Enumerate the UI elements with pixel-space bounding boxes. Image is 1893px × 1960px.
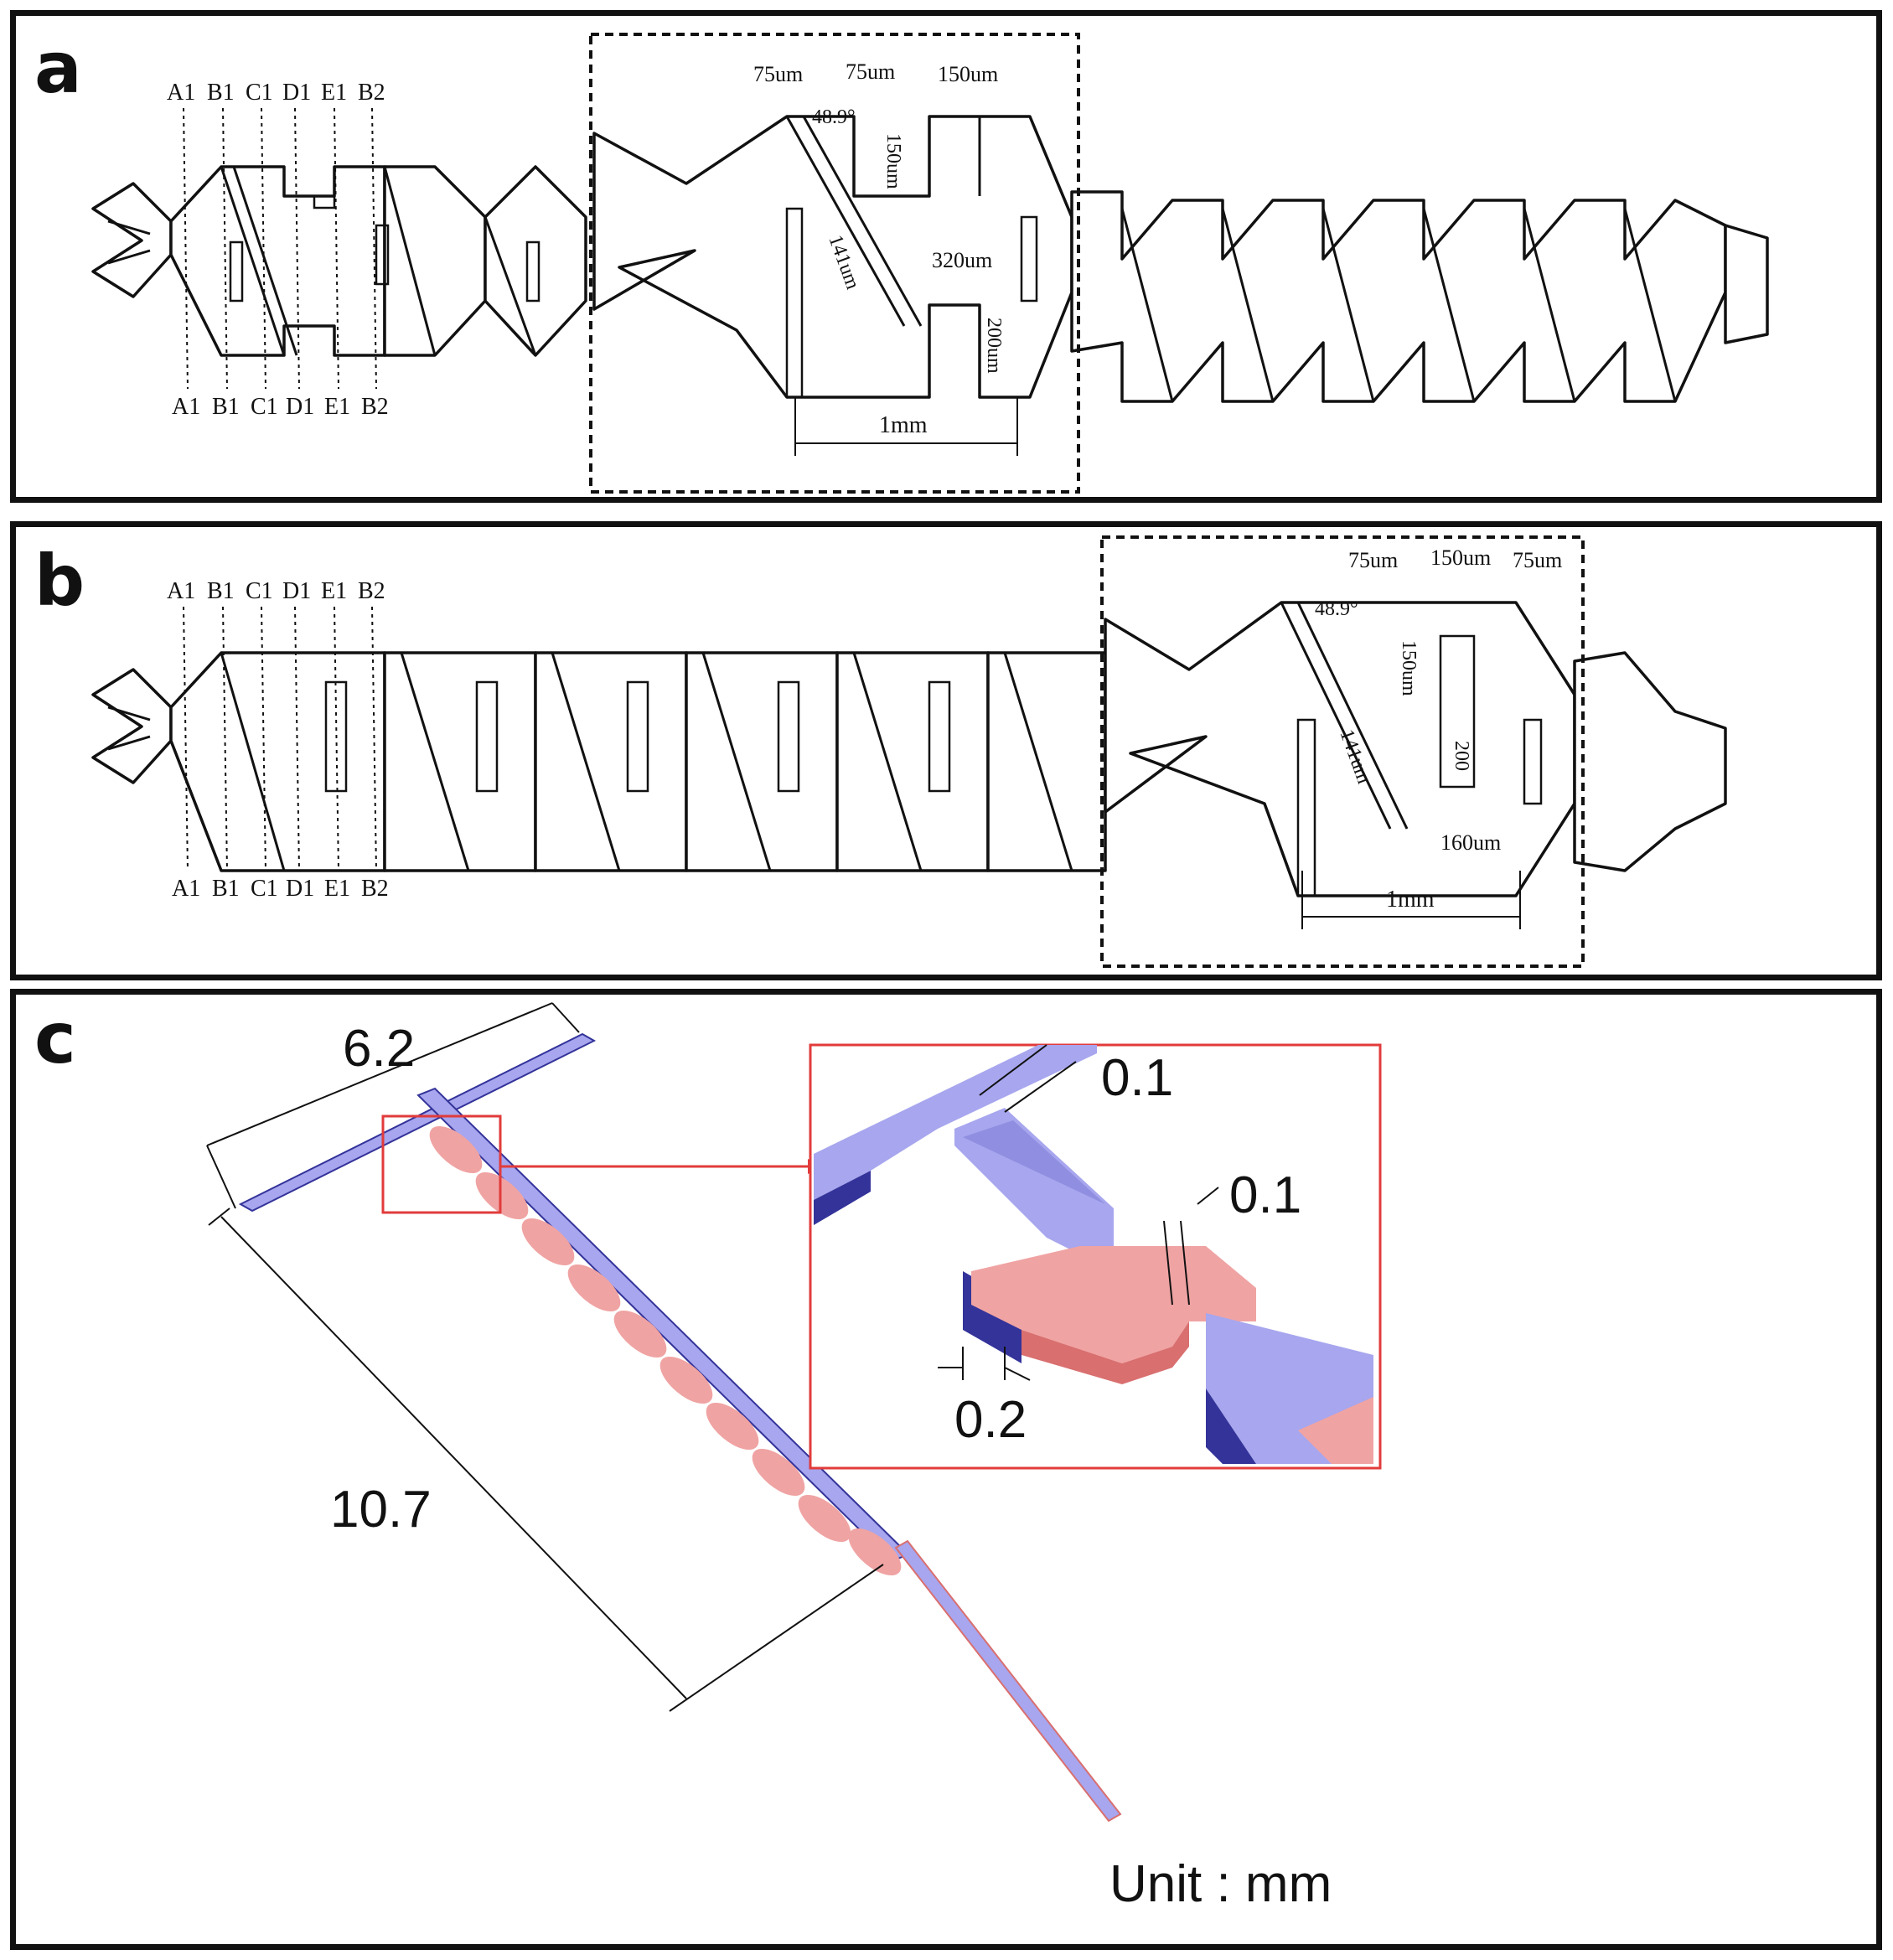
label-d1-top: D1 — [282, 80, 311, 106]
label-d1-top: D1 — [282, 578, 311, 604]
panel-a-mixer-left — [169, 165, 587, 357]
detail-dim-3: 0.2 — [954, 1391, 1027, 1449]
panel-b-mixer-left — [169, 651, 1107, 872]
dim-mixer-length-lines — [208, 1208, 884, 1712]
label-e1-top: E1 — [321, 578, 347, 604]
label-b2-bottom: B2 — [361, 394, 389, 420]
label-a1-bottom: A1 — [172, 876, 200, 902]
label-b1-bottom: B1 — [212, 876, 240, 902]
detail-view — [809, 1043, 1382, 1470]
label-c1-bottom: C1 — [251, 876, 278, 902]
dim-200um: 200um — [983, 318, 1005, 374]
detail-dim-1: 0.1 — [1101, 1049, 1173, 1107]
label-c1-top: C1 — [246, 80, 273, 106]
label-d1-bottom: D1 — [286, 876, 314, 902]
mixer-units — [429, 1125, 902, 1576]
label-c1-top: C1 — [246, 578, 273, 604]
panel-a-mixer-right — [1070, 190, 1769, 403]
dim-1mm: 1mm — [1386, 887, 1435, 913]
label-b2-bottom: B2 — [361, 876, 389, 902]
detail-dimensions — [938, 1044, 1219, 1381]
label-a1-bottom: A1 — [172, 394, 200, 420]
dim-150um-vertical: 150um — [1398, 640, 1420, 696]
label-b1-top: B1 — [207, 578, 235, 604]
label-d1-bottom: D1 — [286, 394, 314, 420]
label-b1-bottom: B1 — [212, 394, 240, 420]
label-e1-bottom: E1 — [324, 394, 350, 420]
dim-75um-left: 75um — [753, 62, 803, 86]
label-b2-top: B2 — [358, 80, 385, 106]
panel-b-inlet — [91, 668, 173, 784]
dim-inlet-length: 6.2 — [343, 1020, 415, 1078]
dim-angle: 48.9° — [812, 106, 856, 128]
mixer-chain — [416, 1087, 1122, 1823]
label-e1-bottom: E1 — [324, 876, 350, 902]
panel-c: c 6.2 — [10, 989, 1882, 1950]
panel-a-zoom-unit — [592, 115, 1073, 399]
dim-75um-mid: 75um — [846, 59, 895, 84]
dim-angle: 48.9° — [1315, 598, 1358, 620]
panel-b-section-lines — [183, 606, 377, 871]
label-b1-top: B1 — [207, 80, 235, 106]
panel-b-outlet — [1573, 651, 1727, 872]
dim-mixer-length: 10.7 — [330, 1481, 432, 1539]
panel-a-section-labels-bottom: A1 B1 C1 D1 E1 B2 — [172, 394, 389, 420]
dim-150um-top: 150um — [1430, 546, 1491, 570]
panel-c-letter: c — [34, 997, 76, 1079]
dim-320um: 320um — [932, 248, 992, 272]
panel-b-zoom-unit — [1104, 601, 1576, 897]
inlet-channel — [238, 1032, 597, 1213]
dim-150um-vertical: 150um — [882, 133, 904, 189]
panel-a-letter: a — [34, 27, 82, 109]
panel-a-zoom-box — [589, 33, 1080, 494]
panel-a-inlet — [91, 182, 173, 298]
label-b2-top: B2 — [358, 578, 385, 604]
panel-a-section-labels-top: A1 B1 C1 D1 E1 B2 — [167, 80, 385, 106]
dim-160um: 160um — [1440, 830, 1501, 855]
panel-b-diagram: A1 B1 C1 D1 E1 B2 A1 B1 C1 D1 E1 B2 75um… — [91, 535, 1727, 968]
dim-150um-top: 150um — [938, 62, 998, 86]
panel-b: b — [10, 521, 1882, 980]
label-c1-bottom: C1 — [251, 394, 278, 420]
panel-b-letter: b — [34, 540, 85, 622]
dim-1mm: 1mm — [879, 412, 928, 438]
panel-a-diagram: A1 B1 C1 D1 E1 B2 A1 B1 C1 D1 E1 B2 75um… — [91, 33, 1769, 494]
label-a1-top: A1 — [167, 578, 195, 604]
callout-source-box — [381, 1114, 502, 1214]
dim-75um-left: 75um — [1348, 548, 1398, 572]
dim-inlet-length-lines — [206, 1002, 580, 1209]
unit-label: Unit : mm — [1109, 1855, 1332, 1913]
panel-b-section-labels-top: A1 B1 C1 D1 E1 B2 — [167, 578, 385, 604]
dim-200: 200 — [1451, 741, 1472, 771]
dim-75um-right: 75um — [1513, 548, 1562, 572]
label-e1-top: E1 — [321, 80, 347, 106]
panel-b-section-labels-bottom: A1 B1 C1 D1 E1 B2 — [172, 876, 389, 902]
panel-a: a — [10, 10, 1882, 503]
detail-dim-2: 0.1 — [1229, 1166, 1301, 1224]
panel-a-section-lines — [183, 107, 377, 390]
label-a1-top: A1 — [167, 80, 195, 106]
panel-c-diagram: 6.2 10.7 — [206, 1002, 1382, 1913]
